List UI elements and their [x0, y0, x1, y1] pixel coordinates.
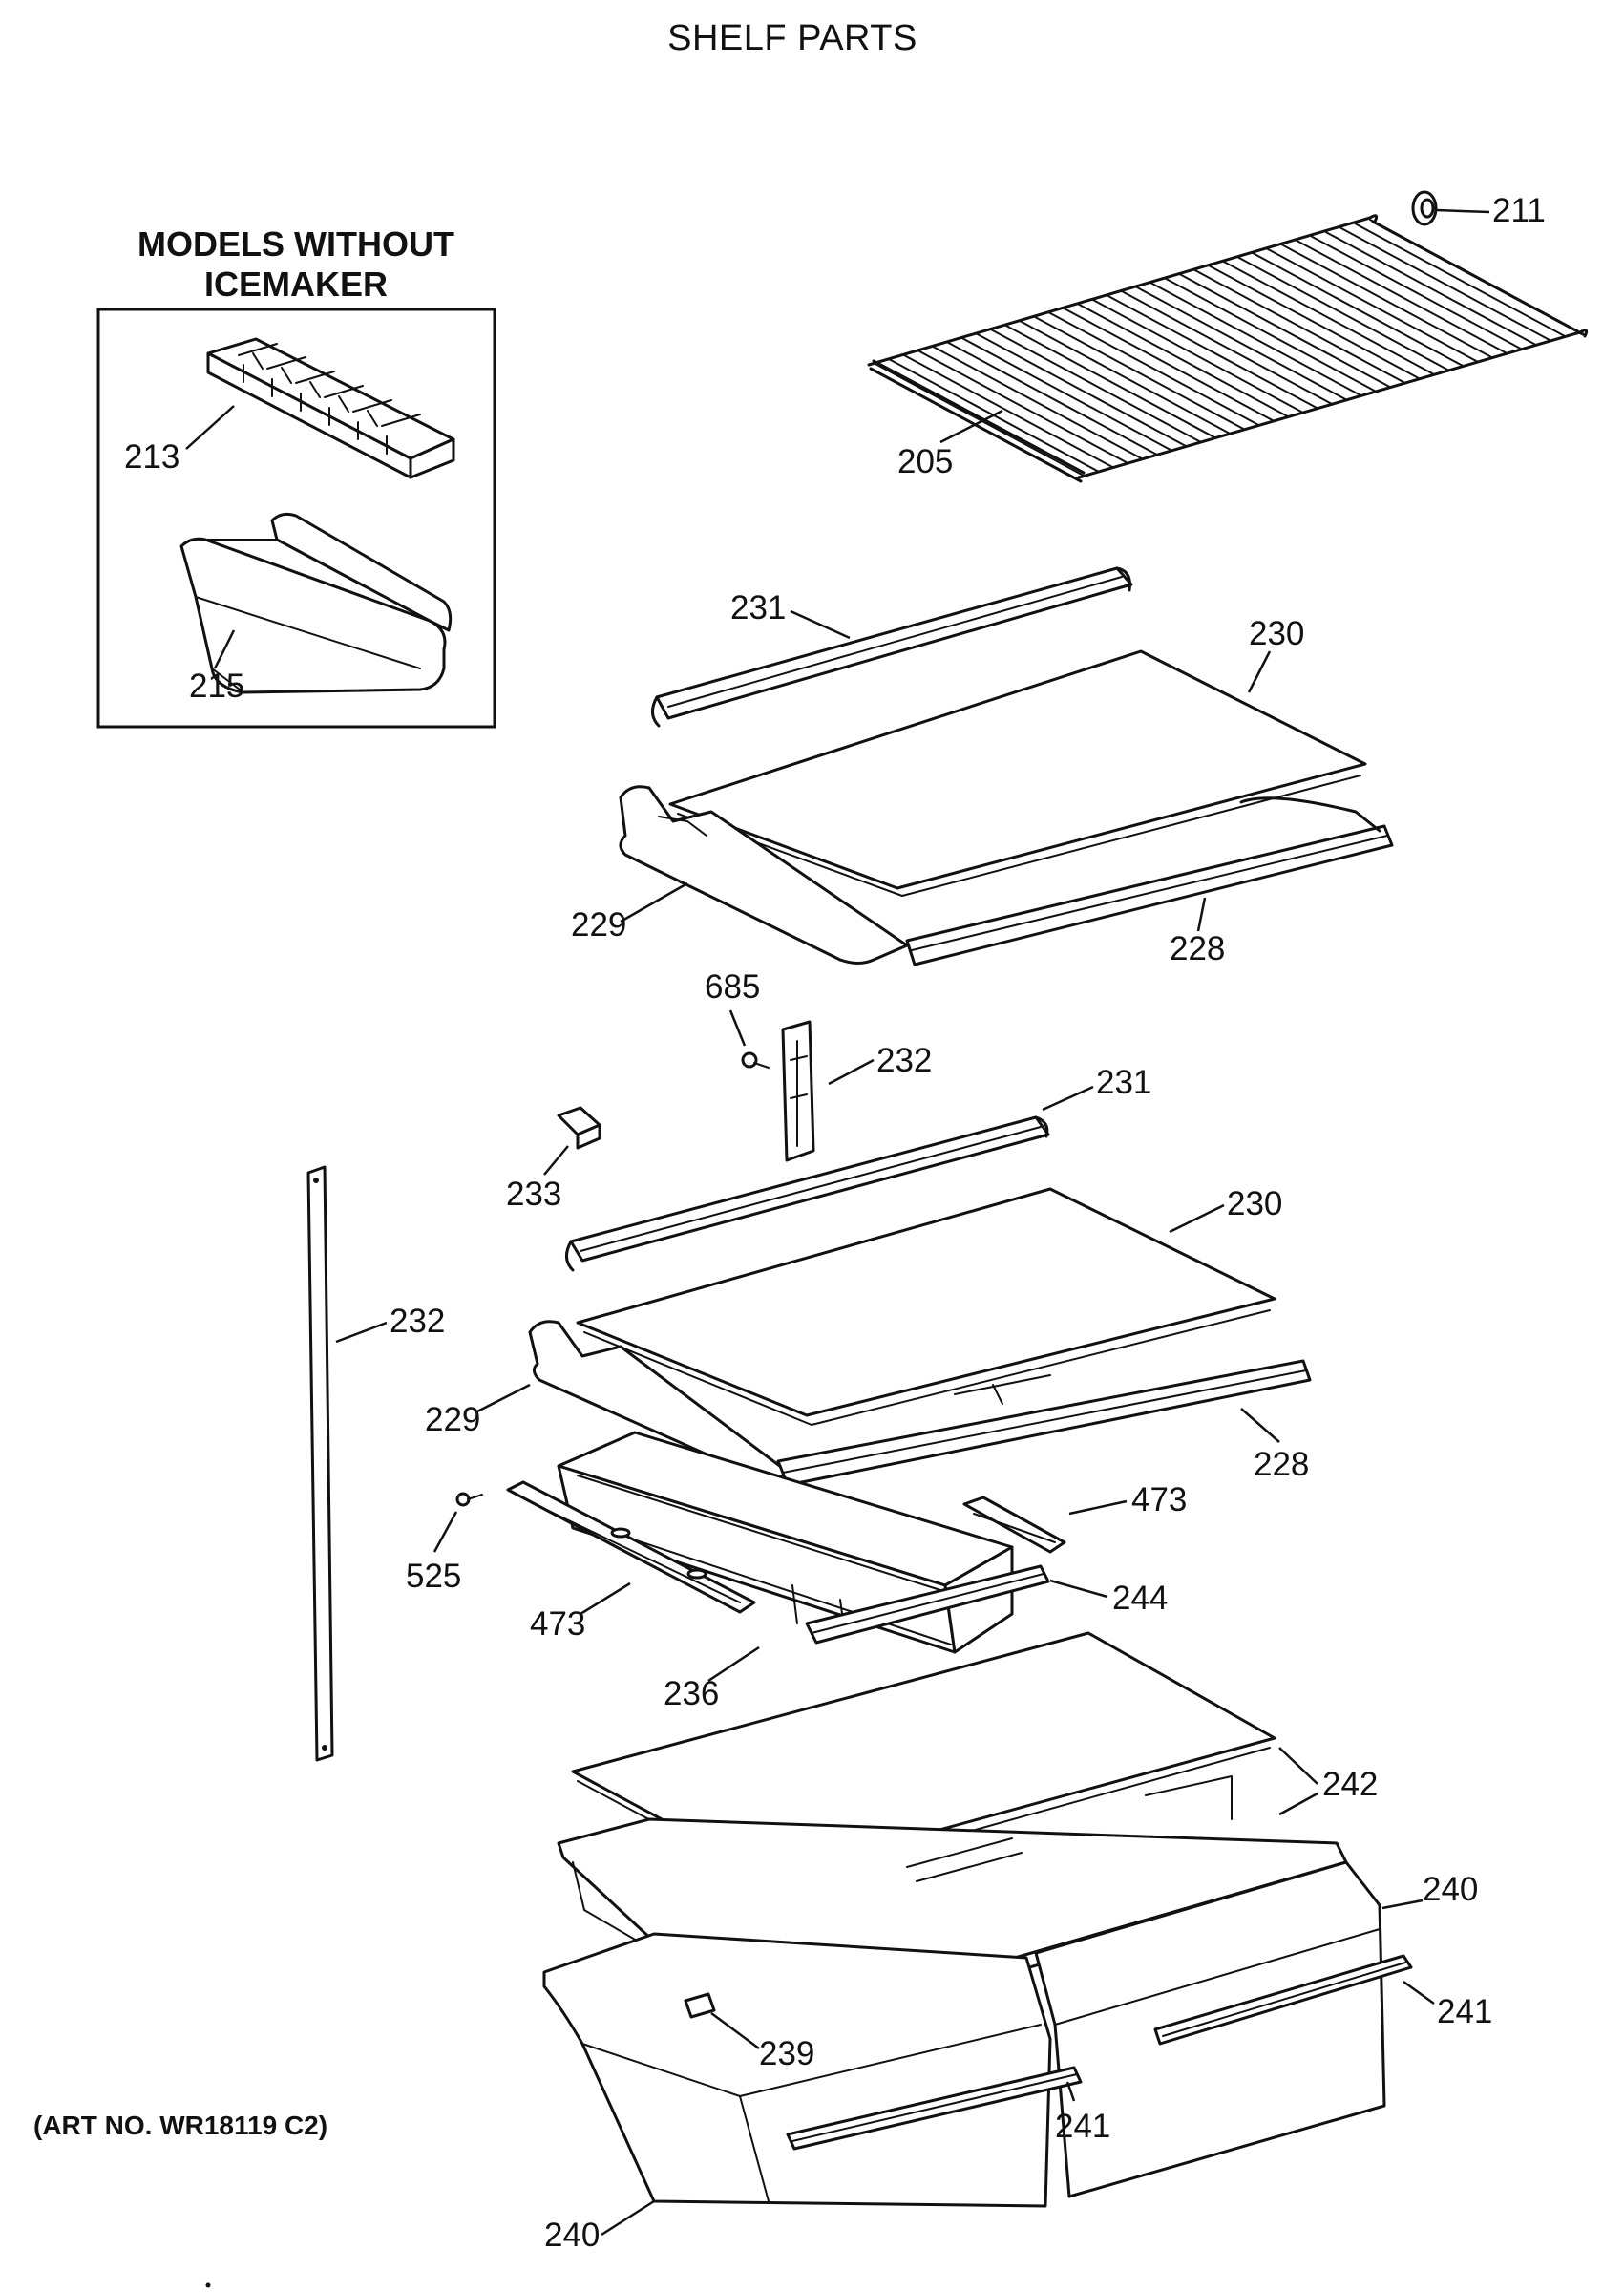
- label-211: 211: [1492, 192, 1546, 229]
- glass-shelf-icon: [619, 566, 1394, 966]
- wire-shelf-icon: [867, 214, 1589, 483]
- meat-pan-icon: [506, 1431, 1066, 1654]
- art-number: (ART NO. WR18119 C2): [33, 2111, 327, 2140]
- inset-heading-line2: ICEMAKER: [204, 265, 388, 304]
- label-229-lower: 229: [425, 1401, 480, 1438]
- label-233: 233: [506, 1176, 561, 1213]
- label-232-long: 232: [390, 1303, 445, 1340]
- support-232-short: [781, 1020, 815, 1162]
- label-232-short: 232: [876, 1042, 932, 1079]
- part-211-cap: [1411, 190, 1438, 226]
- inset-frame: [96, 308, 496, 729]
- label-236: 236: [664, 1675, 719, 1712]
- screw-685-icon: [741, 1051, 770, 1069]
- ice-tray-icon: [206, 337, 455, 479]
- inset-heading-line1: MODELS WITHOUT: [137, 224, 454, 264]
- label-240-right: 240: [1423, 1871, 1478, 1908]
- label-240-left: 240: [544, 2217, 600, 2254]
- label-244: 244: [1112, 1580, 1168, 1617]
- label-215: 215: [189, 668, 244, 705]
- label-231-upper: 231: [730, 589, 786, 626]
- label-241-right: 241: [1437, 1993, 1492, 2030]
- crisper-drawer-icon: [542, 1860, 1413, 2208]
- label-525: 525: [406, 1558, 461, 1595]
- label-230-lower: 230: [1227, 1185, 1282, 1222]
- label-239: 239: [759, 2035, 814, 2072]
- diagram-title: SHELF PARTS: [667, 18, 917, 58]
- label-473-right: 473: [1131, 1481, 1187, 1518]
- support-232-long: [306, 1165, 334, 1762]
- label-230-upper: 230: [1249, 615, 1304, 652]
- label-685: 685: [705, 968, 760, 1006]
- glass-shelf-lower: [528, 1115, 1312, 1487]
- inset-models-without-icemaker: MODELS WITHOUT ICEMAKER 213 215: [96, 224, 496, 729]
- label-228-lower: 228: [1254, 1446, 1309, 1483]
- label-205: 205: [897, 443, 953, 480]
- label-228-upper: 228: [1170, 930, 1225, 967]
- label-242: 242: [1322, 1766, 1378, 1803]
- label-213: 213: [124, 438, 179, 476]
- label-473-left: 473: [530, 1605, 585, 1643]
- clip-233-icon: [557, 1106, 601, 1150]
- label-229-upper: 229: [571, 906, 626, 944]
- screw-525-icon: [455, 1492, 483, 1507]
- ice-bin-icon: [179, 512, 453, 694]
- label-231-lower: 231: [1096, 1064, 1151, 1101]
- stray-dot: [205, 2282, 211, 2288]
- label-241-left: 241: [1055, 2108, 1110, 2145]
